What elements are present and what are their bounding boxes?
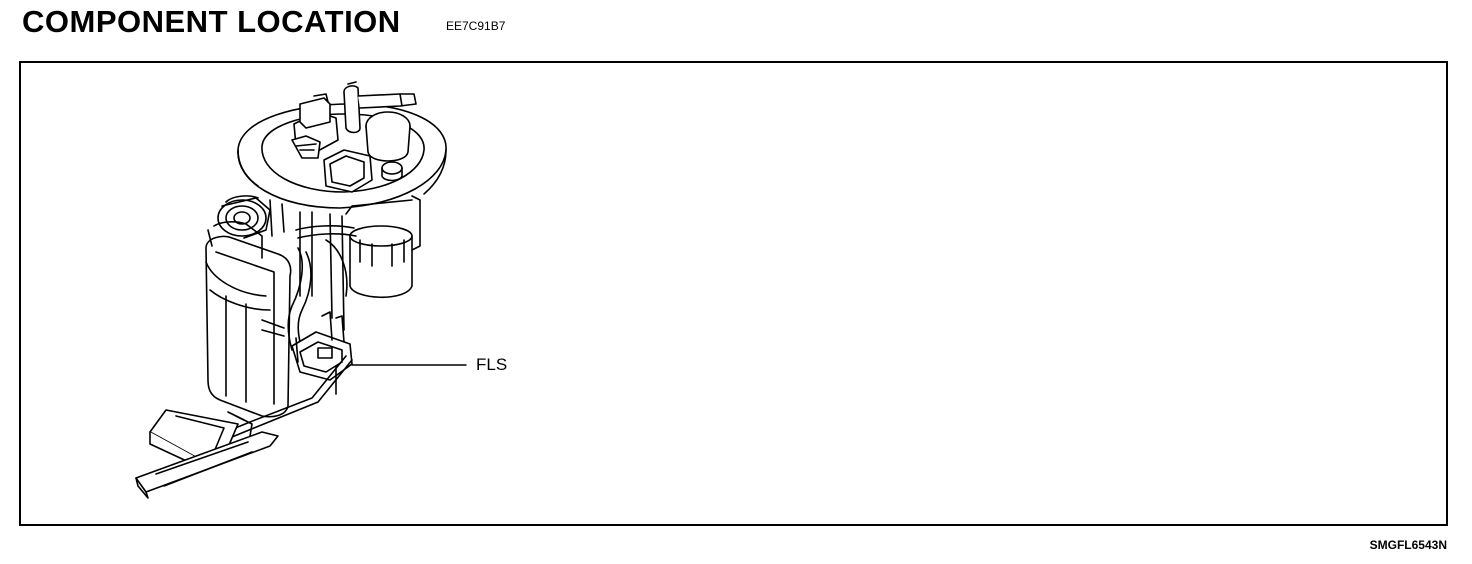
- flange-sensor-block: [323, 149, 373, 193]
- figure-id: SMGFL6543N: [1369, 538, 1447, 552]
- pressure-regulator: [365, 111, 411, 182]
- reservoir-cup: [345, 195, 421, 299]
- fuel-outlet-pipe: [343, 81, 417, 134]
- fuel-level-sensor: [291, 311, 353, 381]
- fls-callout-label: FLS: [476, 355, 508, 374]
- bottom-strainer-bracket: [135, 411, 279, 499]
- electrical-connector: [291, 93, 339, 159]
- diagram-frame: [19, 61, 1448, 526]
- document-code: EE7C91B7: [446, 19, 506, 33]
- page-title: COMPONENT LOCATION: [22, 4, 401, 39]
- pump-body: [205, 221, 292, 418]
- fuel-hoses: [261, 225, 357, 351]
- pump-motor-top: [217, 195, 271, 239]
